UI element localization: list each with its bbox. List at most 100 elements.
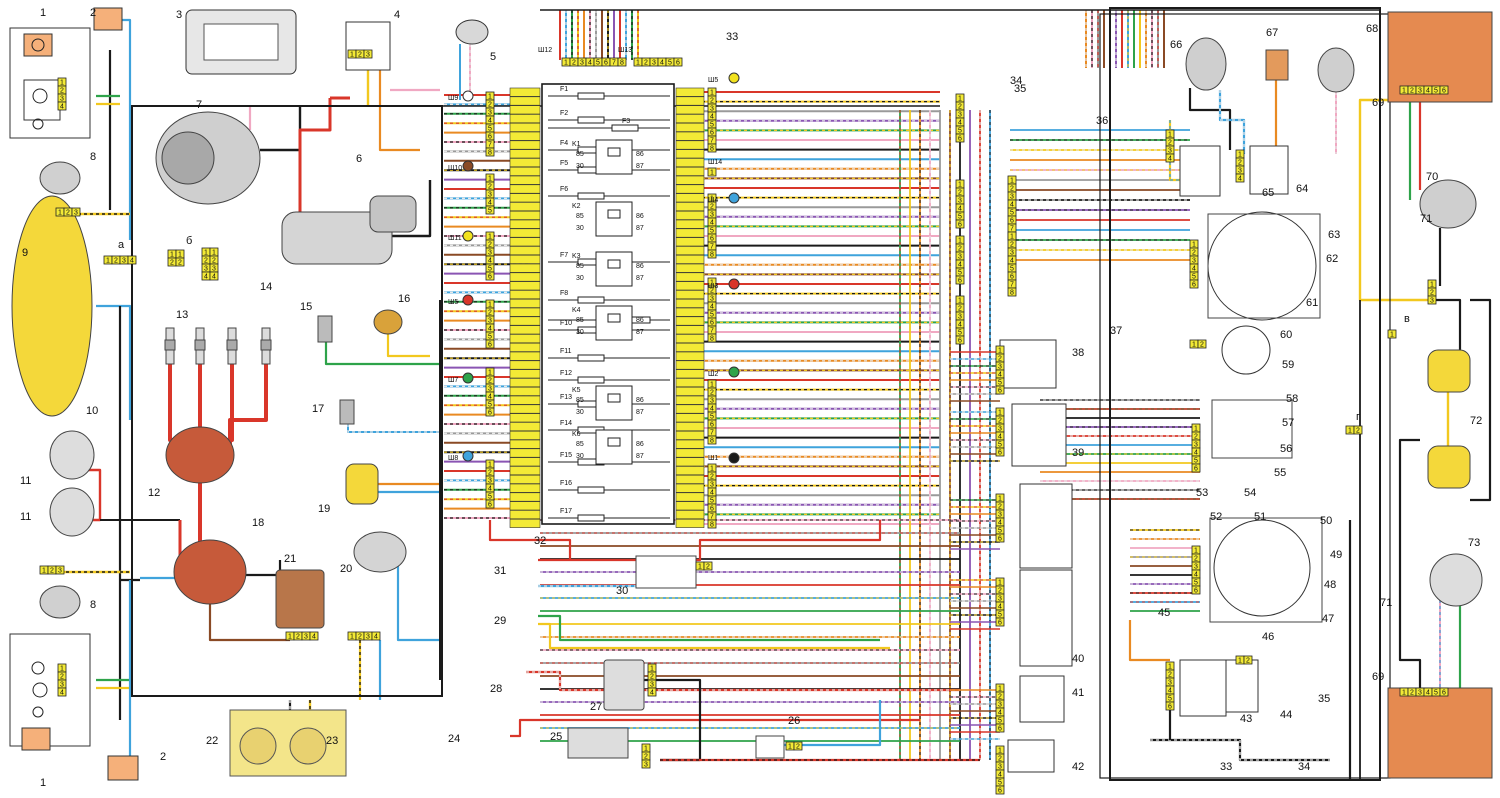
pin-number: 3: [60, 96, 64, 103]
pin-number: 5: [488, 334, 492, 341]
connector-label-left: Ш5: [448, 299, 458, 306]
relay-pin: 86: [636, 397, 644, 404]
pin-number: 5: [488, 208, 492, 215]
pin-number: 6: [488, 342, 492, 349]
pin-number: 2: [998, 588, 1002, 595]
component-number-6: 6: [356, 153, 362, 165]
pin-number: 4: [958, 262, 962, 269]
pin-number: 1: [288, 634, 292, 641]
switch-box: [1225, 659, 1259, 713]
relay: [595, 305, 633, 341]
pin-number: 4: [1168, 688, 1172, 695]
fuse-label: F10: [560, 320, 572, 327]
pin-number: 4: [1194, 450, 1198, 457]
pin-number: 7: [710, 244, 714, 251]
pin-number: 1: [488, 462, 492, 469]
connector-color-dot: [728, 192, 740, 204]
pin-number: 2: [1356, 428, 1360, 435]
fuse-label: F14: [560, 420, 572, 427]
component-number-71: 71: [1420, 213, 1432, 225]
pin-number: 4: [958, 120, 962, 127]
pin-number: 4: [488, 394, 492, 401]
fuse: [577, 192, 605, 200]
pin-number: 1: [998, 748, 1002, 755]
relay-label: K2: [572, 203, 581, 210]
ignition-distributor: [165, 426, 235, 484]
pin-number: 1: [42, 568, 46, 575]
pin-number: 3: [710, 212, 714, 219]
harness-frame: [131, 7, 1391, 781]
component-number-67: 67: [1266, 27, 1278, 39]
pin-number: 4: [488, 258, 492, 265]
pin-number: 2: [488, 184, 492, 191]
fuse-label: F13: [560, 394, 572, 401]
pin-number: 5: [710, 228, 714, 235]
pin-number: 4: [998, 520, 1002, 527]
wire: [1398, 438, 1422, 690]
pin-number: 6: [710, 320, 714, 327]
pin-number: 8: [710, 336, 714, 343]
pin-number: 1: [698, 564, 702, 571]
right-harness-plug: 1: [707, 167, 717, 177]
pin-number: 5: [596, 60, 600, 67]
pin-number: 3: [1168, 680, 1172, 687]
relay-pin: 86: [636, 151, 644, 158]
pin-number: 7: [1010, 282, 1014, 289]
pin-number: 4: [1426, 88, 1430, 95]
pin-number: 4: [488, 200, 492, 207]
pin-number: 2: [644, 754, 648, 761]
wire: [396, 560, 440, 642]
pin-number: 3: [652, 60, 656, 67]
pin-number: 5: [488, 402, 492, 409]
pin-number: 8: [710, 522, 714, 529]
pin-number: 3: [958, 254, 962, 261]
demo-plug-v: 1: [1387, 329, 1397, 339]
fuse-label: F12: [560, 370, 572, 377]
pin-number: 2: [710, 288, 714, 295]
pin-number: 3: [650, 682, 654, 689]
switch-box: [1249, 145, 1289, 195]
fuse: [577, 296, 605, 304]
pin-number: 4: [212, 274, 216, 281]
pin-number: 1: [60, 80, 64, 87]
pin-number: 3: [710, 106, 714, 113]
connector-label-right: Ш4: [708, 197, 718, 204]
pin-number: 4: [998, 604, 1002, 611]
horn-bottom: [49, 487, 95, 537]
relay-pin: 87: [636, 225, 644, 232]
connector-color-dot: [462, 160, 474, 172]
component-number-50: 50: [1320, 515, 1332, 527]
pin-number: 5: [998, 780, 1002, 787]
pin-number: 5: [958, 330, 962, 337]
pin-number: 5: [958, 270, 962, 277]
wire-stripe: [526, 671, 960, 691]
heater-motor: [1185, 37, 1227, 91]
pin-number: 3: [304, 634, 308, 641]
connector-label-left: Ш11: [448, 235, 462, 242]
pin-number: 2: [60, 88, 64, 95]
switch-box: [1179, 659, 1227, 717]
pin-number: 3: [212, 266, 216, 273]
component-number-20: 20: [340, 563, 352, 575]
demo-plug-b1: 12: [167, 249, 177, 267]
fuse: [577, 116, 605, 124]
relay-label: K6: [572, 431, 581, 438]
connector-label-right: Ш5: [708, 77, 718, 84]
connector-color-dot: [728, 72, 740, 84]
pin-number: 1: [958, 298, 962, 305]
